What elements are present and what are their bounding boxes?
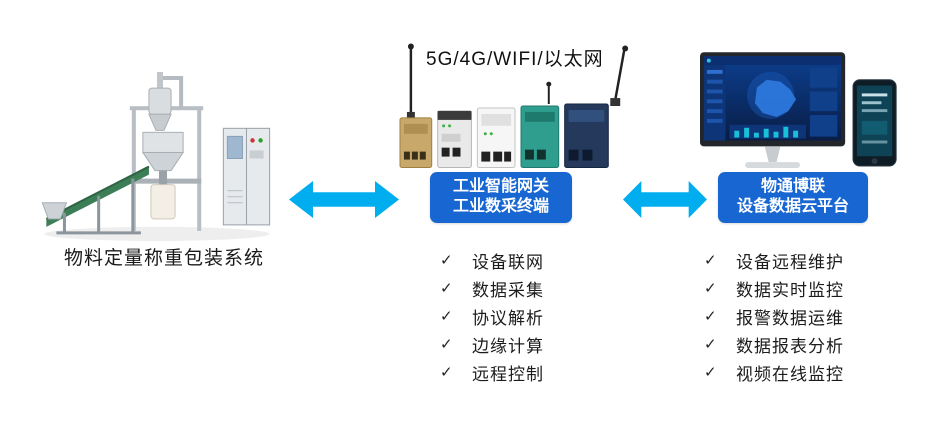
platform-title-box: 物通博联 设备数据云平台 xyxy=(718,172,868,223)
dust-collector xyxy=(148,72,184,131)
feature-label: 视频在线监控 xyxy=(736,364,844,384)
check-icon: ✓ xyxy=(440,252,453,269)
feature-label: 数据采集 xyxy=(472,280,544,300)
monitor-stand xyxy=(764,146,781,163)
feature-item: ✓ 设备联网 xyxy=(440,246,544,274)
cloud-platform-illustration xyxy=(700,52,897,168)
china-map xyxy=(754,79,797,117)
weigh-hopper xyxy=(141,131,185,185)
gateway-title-line2: 工业数采终端 xyxy=(452,198,549,215)
conveyor-belt xyxy=(41,165,150,235)
gateway-devices-illustration xyxy=(399,43,629,168)
connectivity-label: 5G/4G/WIFI/以太网 xyxy=(426,49,604,70)
gateway-module-navy xyxy=(564,45,629,168)
feature-label: 远程控制 xyxy=(472,364,544,384)
platform-title-line2: 设备数据云平台 xyxy=(736,198,849,215)
check-icon: ✓ xyxy=(440,364,453,381)
feature-item: ✓ 边缘计算 xyxy=(440,330,544,358)
feature-item: ✓ 数据报表分析 xyxy=(704,330,844,358)
feature-item: ✓ 远程控制 xyxy=(440,358,544,386)
antenna-icon xyxy=(406,43,415,120)
double-arrow-shape xyxy=(289,181,399,218)
gateway-module-gray xyxy=(437,110,472,168)
gateway-feature-list: ✓ 设备联网 ✓ 数据采集 ✓ 协议解析 ✓ 边缘计算 ✓ 远程控制 xyxy=(440,246,544,386)
check-icon: ✓ xyxy=(704,364,717,381)
check-icon: ✓ xyxy=(440,336,453,353)
packaging-machine-illustration xyxy=(41,72,271,241)
feature-label: 报警数据运维 xyxy=(736,308,844,328)
monitor xyxy=(700,52,846,168)
feature-label: 数据实时监控 xyxy=(736,280,844,300)
feature-item: ✓ 数据实时监控 xyxy=(704,274,844,302)
ground-shadow xyxy=(44,226,270,241)
feature-label: 数据报表分析 xyxy=(736,336,844,356)
machine-caption: 物料定量称重包装系统 xyxy=(63,248,264,269)
double-arrow-left xyxy=(289,181,399,218)
check-icon: ✓ xyxy=(704,308,717,325)
dashboard-bars xyxy=(729,124,806,139)
platform-feature-list: ✓ 设备远程维护 ✓ 数据实时监控 ✓ 报警数据运维 ✓ 数据报表分析 ✓ 视频… xyxy=(704,246,844,386)
check-icon: ✓ xyxy=(440,280,453,297)
gateway-module-tan xyxy=(399,117,433,168)
feature-item: ✓ 视频在线监控 xyxy=(704,358,844,386)
check-icon: ✓ xyxy=(704,280,717,297)
phone xyxy=(852,79,897,167)
feature-item: ✓ 设备远程维护 xyxy=(704,246,844,274)
feature-label: 设备远程维护 xyxy=(736,252,844,272)
monitor-base xyxy=(745,162,801,168)
feature-item: ✓ 协议解析 xyxy=(440,302,544,330)
gateway-title-box: 工业智能网关 工业数采终端 xyxy=(430,172,572,223)
check-icon: ✓ xyxy=(704,252,717,269)
gateway-module-teal xyxy=(520,81,560,168)
feature-item: ✓ 数据采集 xyxy=(440,274,544,302)
double-arrow-shape xyxy=(623,181,707,218)
feature-label: 协议解析 xyxy=(472,308,544,328)
control-cabinet xyxy=(222,127,271,226)
feature-item: ✓ 报警数据运维 xyxy=(704,302,844,330)
double-arrow-right xyxy=(623,181,707,218)
platform-title-line1: 物通博联 xyxy=(760,178,825,195)
feature-label: 设备联网 xyxy=(472,252,544,272)
packing-bag xyxy=(150,184,176,220)
gateway-title-line1: 工业智能网关 xyxy=(452,178,549,195)
gateway-module-white xyxy=(476,107,516,168)
check-icon: ✓ xyxy=(440,308,453,325)
feature-label: 边缘计算 xyxy=(472,336,544,356)
check-icon: ✓ xyxy=(704,336,717,353)
